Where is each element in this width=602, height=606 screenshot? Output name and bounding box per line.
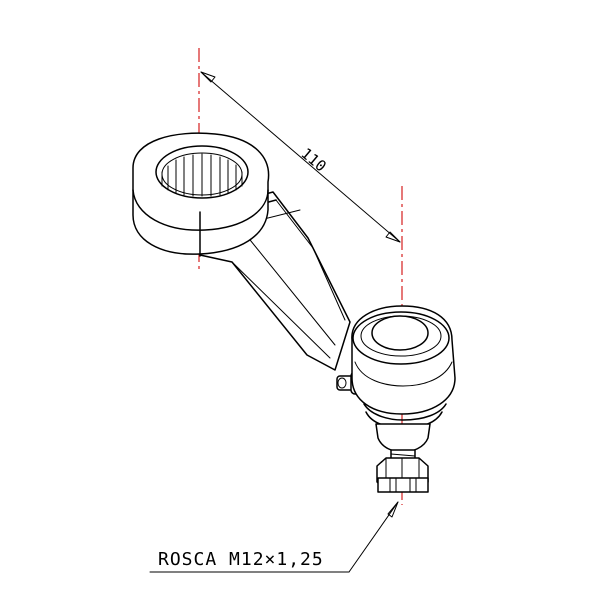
dimension-label: 110	[297, 144, 329, 175]
ball-joint-housing	[351, 305, 456, 453]
spline-boss	[132, 132, 270, 257]
thread-spec-label: ROSCA M12×1,25	[158, 549, 324, 570]
thread-callout: ROSCA M12×1,25	[149, 501, 399, 573]
castle-nut	[376, 457, 429, 493]
